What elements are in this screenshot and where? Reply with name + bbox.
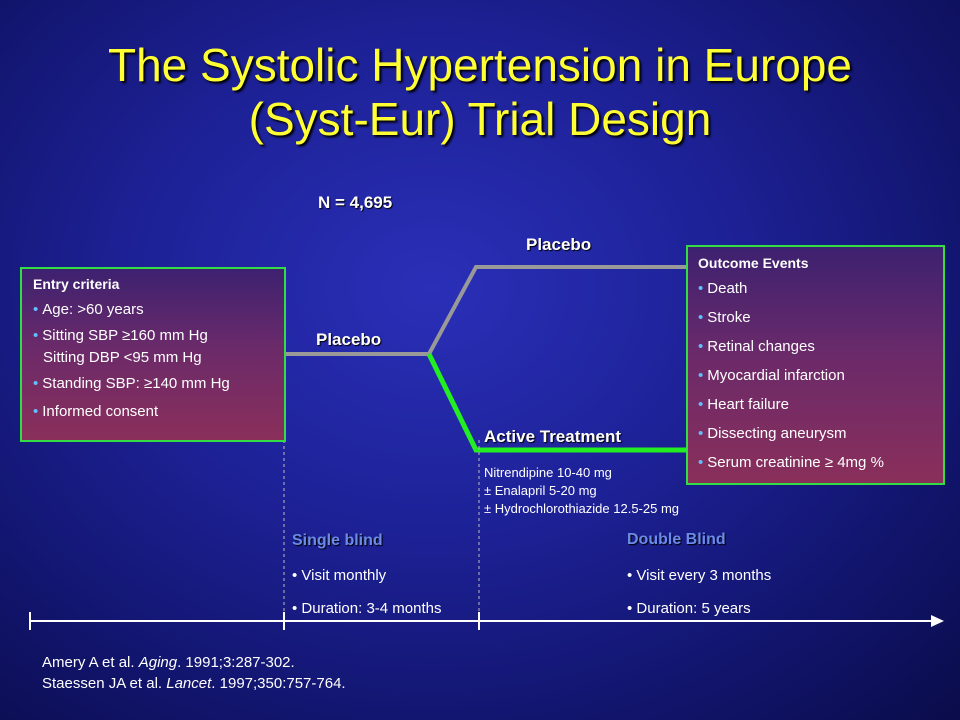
outcome-events-heading: Outcome Events — [698, 255, 809, 271]
entry-criterion-age: •Age: >60 years — [33, 301, 144, 318]
active-arm-label: Active Treatment — [484, 427, 621, 446]
entry-criteria-list: •Age: >60 years •Sitting SBP ≥160 mm Hg … — [22, 292, 284, 423]
entry-criterion-standing-sbp: •Standing SBP: ≥140 mm Hg — [33, 375, 230, 392]
outcome-events-box: Outcome Events •Death •Stroke •Retinal c… — [686, 245, 945, 485]
title-line-1: The Systolic Hypertension in Europe — [107, 39, 853, 91]
entry-criteria-box: Entry criteria •Age: >60 years •Sitting … — [20, 267, 286, 442]
references: Amery A et al. Aging. 1991;3:287-302. St… — [42, 652, 346, 694]
outcome-serum-creatinine: •Serum creatinine ≥ 4mg % — [698, 454, 884, 471]
placebo-arm-label: Placebo — [526, 235, 592, 254]
outcome-dissecting-aneurysm: •Dissecting aneurysm — [698, 425, 847, 442]
double-blind-duration: • Duration: 5 years — [627, 600, 751, 617]
double-blind-visit: • Visit every 3 months — [627, 567, 772, 584]
regimen-enalapril: ± Enalapril 5-20 mg — [484, 483, 597, 498]
outcome-stroke: •Stroke — [698, 309, 751, 326]
run-in-placebo-label: Placebo — [316, 330, 382, 349]
title-line-2: (Syst-Eur) Trial Design — [248, 93, 712, 145]
active-regimen: Nitrendipine 10-40 mg ± Enalapril 5-20 m… — [484, 464, 679, 518]
outcome-retinal-changes: •Retinal changes — [698, 338, 815, 355]
timeline-arrowhead — [931, 615, 944, 627]
outcome-myocardial-infarction: •Myocardial infarction — [698, 367, 845, 384]
outcome-death: •Death — [698, 280, 748, 297]
outcome-heart-failure: •Heart failure — [698, 396, 789, 413]
double-blind-title: Double Blind — [627, 531, 726, 548]
entry-criterion-sitting-dbp: Sitting DBP <95 mm Hg — [43, 349, 202, 366]
reference-2: Staessen JA et al. Lancet. 1997;350:757-… — [42, 675, 346, 692]
outcome-events-list: •Death •Stroke •Retinal changes •Myocard… — [688, 271, 943, 477]
regimen-nitrendipine: Nitrendipine 10-40 mg — [484, 465, 612, 480]
sample-size-label: N = 4,695 — [318, 193, 393, 212]
placebo-arm-line — [427, 265, 688, 355]
single-blind-duration: • Duration: 3-4 months — [292, 600, 442, 617]
regimen-hydrochlorothiazide: ± Hydrochlorothiazide 12.5-25 mg — [484, 501, 680, 516]
entry-criterion-sitting-sbp: •Sitting SBP ≥160 mm Hg — [33, 327, 208, 344]
single-blind-title: Single blind — [292, 532, 383, 549]
entry-criteria-heading: Entry criteria — [33, 276, 120, 292]
active-arm-line — [426, 352, 688, 453]
reference-1: Amery A et al. Aging. 1991;3:287-302. — [42, 654, 295, 671]
single-blind-visit: • Visit monthly — [292, 567, 387, 584]
slide-title: The Systolic Hypertension in Europe (Sys… — [0, 38, 960, 146]
entry-criterion-consent: •Informed consent — [33, 403, 159, 420]
